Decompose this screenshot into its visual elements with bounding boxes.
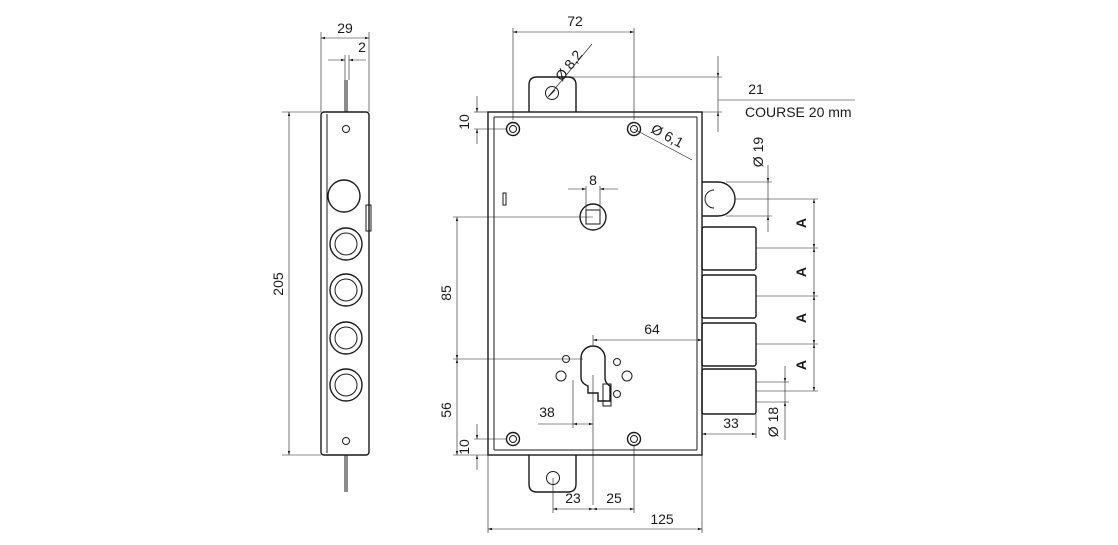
lock-case [487, 111, 703, 456]
dim-hole-diameter-top: Ø 8,2 [552, 47, 586, 84]
dim-hole-diameter-screw: Ø 6,1 [649, 121, 687, 151]
dim-pitch-a-1: A [793, 218, 809, 228]
dim-backset: 64 [644, 321, 660, 337]
front-view: 72 Ø 8,2 Ø 6,1 21 COURSE 20 mm 10 8 85 [438, 13, 855, 533]
dim-top-width: 72 [567, 13, 583, 29]
dim-bottom-23: 23 [565, 490, 581, 506]
dim-travel: 21 [748, 81, 764, 97]
cylinder-cutout [580, 345, 611, 402]
side-faceplate [320, 111, 370, 456]
dim-spindle-height: 85 [438, 285, 454, 301]
dim-pitch-a-2: A [793, 267, 809, 277]
deadbolt-4 [701, 368, 757, 415]
bottom-mounting-tab [528, 455, 577, 493]
dim-total-width: 125 [650, 511, 674, 527]
dim-side-offset: 2 [358, 39, 366, 55]
dim-bottom-25: 25 [606, 490, 622, 506]
dim-pitch-a-3: A [793, 313, 809, 323]
course-label: COURSE 20 mm [745, 104, 852, 120]
cylinder-cam [602, 383, 612, 407]
side-bolt-holes [329, 227, 363, 402]
case-slot [502, 192, 507, 206]
dim-bottom-margin: 10 [456, 439, 472, 455]
top-tab-hole [545, 86, 559, 100]
dim-pitch-a-4: A [793, 360, 809, 370]
deadbolt-1 [701, 226, 757, 271]
dim-side-width: 29 [337, 20, 353, 36]
side-latch-hole [327, 179, 361, 213]
deadbolt-2 [701, 274, 757, 319]
dim-cylinder-height: 56 [438, 402, 454, 418]
dim-bolt-diameter-18: Ø 18 [765, 407, 781, 438]
dim-offset-38: 38 [539, 404, 555, 420]
dim-square-size: 8 [589, 172, 597, 188]
dim-bolt-projection: 33 [723, 415, 739, 431]
side-latch-tab [365, 204, 372, 232]
latch-bolt [702, 181, 736, 217]
dim-side-height: 205 [270, 272, 286, 296]
bolts [701, 181, 757, 415]
side-view: 29 2 205 [270, 20, 372, 492]
cylinder-pin-left [555, 370, 567, 382]
cylinder-screw-right [613, 358, 621, 366]
top-mounting-tab [528, 76, 577, 112]
side-screw-hole-top [342, 125, 350, 133]
dim-top-margin: 10 [456, 114, 472, 130]
dim-bolt-diameter-19: Ø 19 [750, 137, 766, 168]
deadbolt-3 [701, 322, 757, 367]
cylinder-pin-right [621, 370, 633, 382]
side-screw-hole-bottom [342, 437, 350, 445]
case-screw-holes [505, 121, 642, 447]
